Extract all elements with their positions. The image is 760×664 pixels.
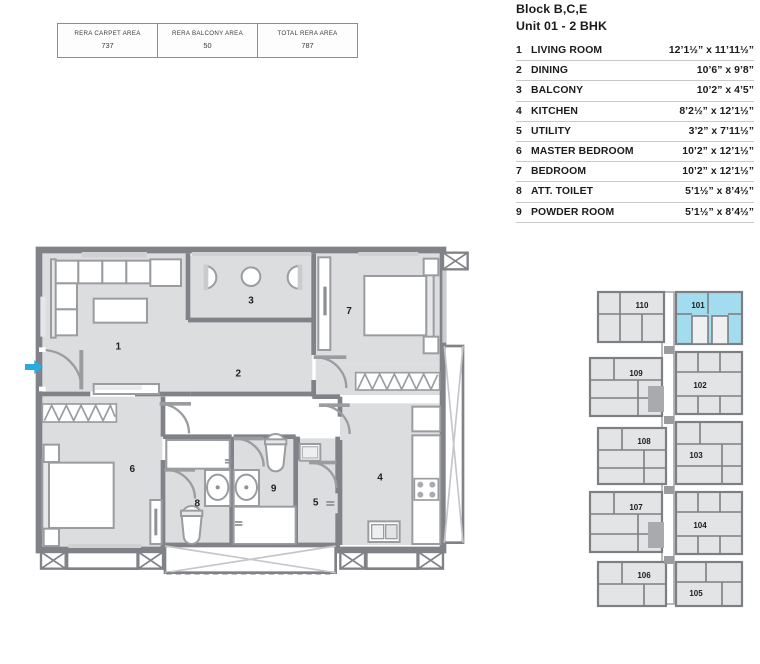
lower-utility-platform <box>163 544 337 575</box>
keyplan-unit-101[interactable]: 101 <box>674 290 744 346</box>
room-dimension: 12’1½” x 11’11½” <box>668 45 754 57</box>
table-row: 7 BEDROOM 10’2” x 12’1½” <box>516 162 754 182</box>
window-sills <box>65 550 419 570</box>
room-dimension: 5’1½” x 8’4½” <box>685 206 754 218</box>
rera-balcony-area-label: RERA BALCONY AREA <box>171 30 243 37</box>
att-toilet-fixtures <box>164 439 233 545</box>
entry-direction-arrow <box>25 360 43 374</box>
keyplan-unit-103-label: 103 <box>689 451 703 460</box>
room-number-labels: 1 2 3 4 5 6 7 8 9 <box>116 295 384 509</box>
exterior-walls <box>35 246 447 554</box>
table-row: 6 MASTER BEDROOM 10’2” x 12’1½” <box>516 141 754 162</box>
room-dimension: 10’2” x 12’1½” <box>682 146 754 158</box>
unit-title: Unit 01 - 2 BHK <box>516 18 607 33</box>
table-row: 4 KITCHEN 8’2½” x 12’1½” <box>516 101 754 122</box>
keyplan-unit-105-label: 105 <box>689 589 703 598</box>
balcony-furniture <box>191 252 311 290</box>
powder-room-fixtures <box>232 433 297 545</box>
room-dimension: 10’6” x 9’8” <box>696 65 754 77</box>
rera-carpet-area-label: RERA CARPET AREA <box>74 30 141 37</box>
keyplan-unit-110[interactable]: 110 <box>596 290 666 344</box>
table-row: 5 UTILITY 3’2” x 7’11½” <box>516 121 754 142</box>
room-label-1: 1 <box>116 341 122 352</box>
rera-area-table: RERA CARPET AREA 737 RERA BALCONY AREA 5… <box>57 23 358 58</box>
room-name: POWDER ROOM <box>531 206 615 218</box>
keyplan-unit-103[interactable]: 103 <box>674 420 744 486</box>
room-number: 1 <box>516 45 522 57</box>
room-name: KITCHEN <box>531 105 579 117</box>
kitchen-fixtures <box>319 403 442 545</box>
block-title: Block B,C,E <box>516 2 588 16</box>
total-rera-area-value: 787 <box>301 41 314 50</box>
room-label-2: 2 <box>236 369 242 380</box>
room-number: 8 <box>516 186 522 198</box>
room-label-6: 6 <box>130 464 136 475</box>
room-number: 9 <box>516 206 522 218</box>
room-number: 7 <box>516 166 522 178</box>
room-number: 4 <box>516 105 522 117</box>
table-row: 1 LIVING ROOM 12’1½” x 11’11½” <box>516 41 754 61</box>
room-dimension: 3’2” x 7’11½” <box>688 125 754 137</box>
rera-carpet-area-cell: RERA CARPET AREA 737 <box>58 24 158 57</box>
total-rera-area-label: TOTAL RERA AREA <box>277 30 338 37</box>
room-dimension: 5’1½” x 8’4½” <box>685 186 754 198</box>
keyplan-unit-110-label: 110 <box>636 301 649 310</box>
service-shaft <box>442 260 465 544</box>
room-label-4: 4 <box>377 473 383 484</box>
table-row: 8 ATT. TOILET 5’1½” x 8’4½” <box>516 182 754 202</box>
table-row: 9 POWDER ROOM 5’1½” x 8’4½” <box>516 202 754 223</box>
living-room-furniture <box>40 252 182 395</box>
room-number: 2 <box>516 65 522 77</box>
room-number: 3 <box>516 85 522 97</box>
key-plan: 101 102 103 104 105 <box>588 286 748 611</box>
keyplan-unit-101-label: 101 <box>691 301 705 310</box>
table-row: 3 BALCONY 10’2” x 4’5” <box>516 81 754 102</box>
master-bedroom-door <box>159 402 191 434</box>
keyplan-unit-102-label: 102 <box>693 381 707 390</box>
keyplan-unit-102[interactable]: 102 <box>674 350 744 416</box>
rera-balcony-area-cell: RERA BALCONY AREA 50 <box>158 24 258 57</box>
room-label-9: 9 <box>271 483 277 494</box>
unit-header: Block B,C,E Unit 01 - 2 BHK <box>516 1 607 34</box>
room-name: BALCONY <box>531 85 584 97</box>
room-dimension: 10’2” x 4’5” <box>696 85 754 97</box>
room-dimension: 8’2½” x 12’1½” <box>679 105 754 117</box>
keyplan-unit-108-label: 108 <box>637 437 651 446</box>
room-name: DINING <box>531 65 569 77</box>
keyplan-unit-106-label: 106 <box>637 571 651 580</box>
wardrobe-hatch <box>41 371 441 423</box>
master-bedroom-furniture <box>41 443 163 548</box>
table-row: 2 DINING 10’6” x 9’8” <box>516 61 754 81</box>
keyplan-unit-108[interactable]: 108 <box>596 426 668 486</box>
rera-balcony-area-value: 50 <box>203 41 212 50</box>
total-rera-area-cell: TOTAL RERA AREA 787 <box>258 24 357 57</box>
room-label-7: 7 <box>346 306 352 317</box>
room-dimension: 10’2” x 12’1½” <box>682 166 754 178</box>
keyplan-unit-106[interactable]: 106 <box>596 560 668 608</box>
keyplan-unit-107-label: 107 <box>629 503 643 512</box>
entry-door <box>39 347 84 392</box>
room-label-8: 8 <box>195 499 201 510</box>
room-name: UTILITY <box>531 125 572 137</box>
keyplan-unit-105[interactable]: 105 <box>674 560 744 608</box>
keyplan-unit-104[interactable]: 104 <box>674 490 744 556</box>
room-schedule-table: 1 LIVING ROOM 12’1½” x 11’11½” 2 DINING … <box>516 41 754 223</box>
room-name: LIVING ROOM <box>531 45 603 57</box>
rera-carpet-area-value: 737 <box>101 41 114 50</box>
room-label-3: 3 <box>248 295 254 306</box>
core-markers <box>648 346 674 564</box>
keyplan-unit-104-label: 104 <box>693 521 707 530</box>
room-number: 5 <box>516 125 522 137</box>
room-number: 6 <box>516 146 522 158</box>
bedroom-7-door <box>313 355 348 389</box>
room-name: MASTER BEDROOM <box>531 146 634 158</box>
bedroom-7-furniture <box>317 252 440 355</box>
utility-fixtures <box>298 443 338 506</box>
room-name: ATT. TOILET <box>531 186 594 198</box>
room-label-5: 5 <box>313 497 319 508</box>
room-name: BEDROOM <box>531 166 587 178</box>
keyplan-unit-109-label: 109 <box>629 369 643 378</box>
floor-plan-drawing: 1 2 3 4 5 6 7 8 9 <box>25 240 477 595</box>
